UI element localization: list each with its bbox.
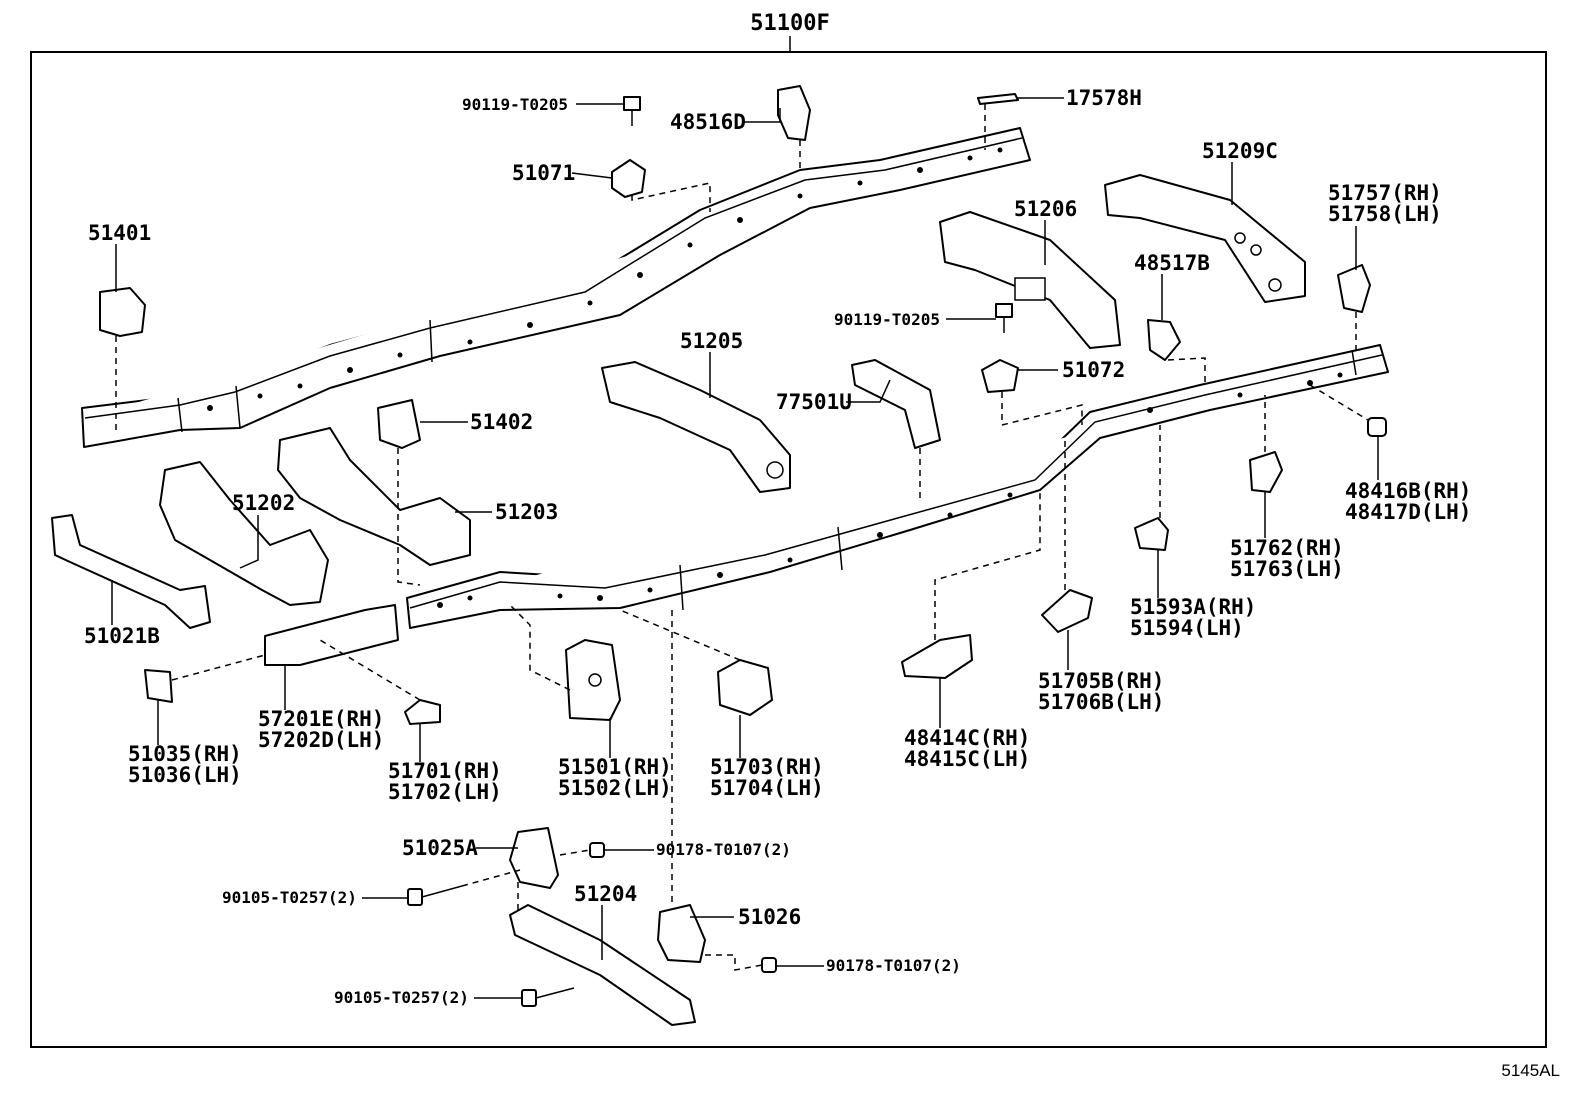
bracket-51203[interactable] xyxy=(277,427,471,566)
bracket-51757[interactable] xyxy=(1337,264,1371,313)
label-57202d[interactable]: 57202D(LH) xyxy=(258,728,384,752)
label-51502[interactable]: 51502(LH) xyxy=(558,776,672,800)
part-labels: 51401 90119-T0205 48516D 17578H 51071 51… xyxy=(84,86,1471,1007)
bracket-51593a[interactable] xyxy=(1134,517,1169,551)
bracket-77501u[interactable] xyxy=(851,359,941,449)
assembly-label[interactable]: 51100F xyxy=(750,11,829,36)
frame-rail-right[interactable] xyxy=(406,344,1389,629)
crossmember-51209c[interactable] xyxy=(1104,174,1306,303)
rail-holes-left xyxy=(207,147,1003,411)
label-51762[interactable]: 51762(RH) xyxy=(1230,536,1344,560)
plate-51035[interactable] xyxy=(144,669,173,703)
label-51702[interactable]: 51702(LH) xyxy=(388,780,502,804)
bracket-51762[interactable] xyxy=(1249,451,1283,493)
label-90119-t0205-b[interactable]: 90119-T0205 xyxy=(834,310,940,329)
label-48516d[interactable]: 48516D xyxy=(670,110,746,134)
nut-90178-a[interactable] xyxy=(589,842,605,858)
bolt-90119-a[interactable] xyxy=(623,96,641,126)
label-51036[interactable]: 51036(LH) xyxy=(128,763,242,787)
diagram-border xyxy=(30,51,1547,1048)
bracket-51703[interactable] xyxy=(717,659,773,716)
diagram-id: 5145AL xyxy=(1501,1061,1560,1080)
frame-rail-left[interactable] xyxy=(81,127,1031,448)
bracket-51701[interactable] xyxy=(404,699,441,725)
label-90119-t0205-a[interactable]: 90119-T0205 xyxy=(462,95,568,114)
label-51071[interactable]: 51071 xyxy=(512,161,575,185)
bracket-48517b[interactable] xyxy=(1147,319,1181,361)
label-51025a[interactable]: 51025A xyxy=(402,836,478,860)
label-48417d[interactable]: 48417D(LH) xyxy=(1345,500,1471,524)
crossmember-51204[interactable] xyxy=(509,904,696,1026)
label-51593a[interactable]: 51593A(RH) xyxy=(1130,595,1256,619)
bracket-48414c[interactable] xyxy=(901,634,973,679)
bracket-51202[interactable] xyxy=(159,461,329,606)
label-51205[interactable]: 51205 xyxy=(680,329,743,353)
bolt-90119-b[interactable] xyxy=(995,303,1013,333)
label-51705b[interactable]: 51705B(RH) xyxy=(1038,669,1164,693)
label-51401[interactable]: 51401 xyxy=(88,221,151,245)
label-51209c[interactable]: 51209C xyxy=(1202,139,1278,163)
bolt-90105-a[interactable] xyxy=(407,885,463,906)
label-90105-t0257-b[interactable]: 90105-T0257(2) xyxy=(334,988,469,1007)
label-51701[interactable]: 51701(RH) xyxy=(388,759,502,783)
label-51594[interactable]: 51594(LH) xyxy=(1130,616,1244,640)
label-90178-t0107-a[interactable]: 90178-T0107(2) xyxy=(656,840,791,859)
label-48517b[interactable]: 48517B xyxy=(1134,251,1210,275)
label-51763[interactable]: 51763(LH) xyxy=(1230,557,1344,581)
crossmember-51205[interactable] xyxy=(601,361,791,493)
assembly-dashes xyxy=(115,104,1369,971)
label-51035[interactable]: 51035(RH) xyxy=(128,742,242,766)
label-48416b[interactable]: 48416B(RH) xyxy=(1345,479,1471,503)
label-51758[interactable]: 51758(LH) xyxy=(1328,202,1442,226)
bushing-48416b[interactable] xyxy=(1367,417,1387,437)
bracket-51071[interactable] xyxy=(611,159,646,198)
label-51203[interactable]: 51203 xyxy=(495,500,558,524)
label-57201e[interactable]: 57201E(RH) xyxy=(258,707,384,731)
bracket-51705b[interactable] xyxy=(1041,589,1093,633)
label-51021b[interactable]: 51021B xyxy=(84,624,160,648)
bracket-51401[interactable] xyxy=(99,287,146,337)
label-48415c[interactable]: 48415C(LH) xyxy=(904,747,1030,771)
label-51706b[interactable]: 51706B(LH) xyxy=(1038,690,1164,714)
bracket-51501[interactable] xyxy=(565,639,621,721)
bracket-51402[interactable] xyxy=(377,399,421,449)
leader-lines xyxy=(111,97,1379,999)
bracket-51026[interactable] xyxy=(657,904,706,963)
bracket-51025a[interactable] xyxy=(509,827,559,889)
bracket-48516d[interactable] xyxy=(777,85,811,141)
label-77501u[interactable]: 77501U xyxy=(776,390,852,414)
label-48414c[interactable]: 48414C(RH) xyxy=(904,726,1030,750)
label-51704[interactable]: 51704(LH) xyxy=(710,776,824,800)
rail-crossmember-joint xyxy=(837,526,843,571)
crossmember-51021b[interactable] xyxy=(51,514,211,629)
label-51206[interactable]: 51206 xyxy=(1014,197,1077,221)
plate-17578h[interactable] xyxy=(977,93,1019,105)
label-90105-t0257-a[interactable]: 90105-T0257(2) xyxy=(222,888,357,907)
label-51204[interactable]: 51204 xyxy=(574,882,637,906)
rail-joint xyxy=(429,319,433,363)
label-17578h[interactable]: 17578H xyxy=(1066,86,1142,110)
rail-holes-right xyxy=(437,372,1343,608)
member-57201e[interactable] xyxy=(264,604,399,666)
label-51202[interactable]: 51202 xyxy=(232,491,295,515)
label-51402[interactable]: 51402 xyxy=(470,410,533,434)
nut-90178-b[interactable] xyxy=(761,957,777,973)
label-90178-t0107-b[interactable]: 90178-T0107(2) xyxy=(826,956,961,975)
label-51757[interactable]: 51757(RH) xyxy=(1328,181,1442,205)
label-51026[interactable]: 51026 xyxy=(738,905,801,929)
label-51501[interactable]: 51501(RH) xyxy=(558,755,672,779)
label-51703[interactable]: 51703(RH) xyxy=(710,755,824,779)
bracket-51072[interactable] xyxy=(981,359,1019,393)
label-51072[interactable]: 51072 xyxy=(1062,358,1125,382)
crossmember-51206[interactable] xyxy=(939,211,1121,349)
bolt-90105-b[interactable] xyxy=(521,987,575,1007)
